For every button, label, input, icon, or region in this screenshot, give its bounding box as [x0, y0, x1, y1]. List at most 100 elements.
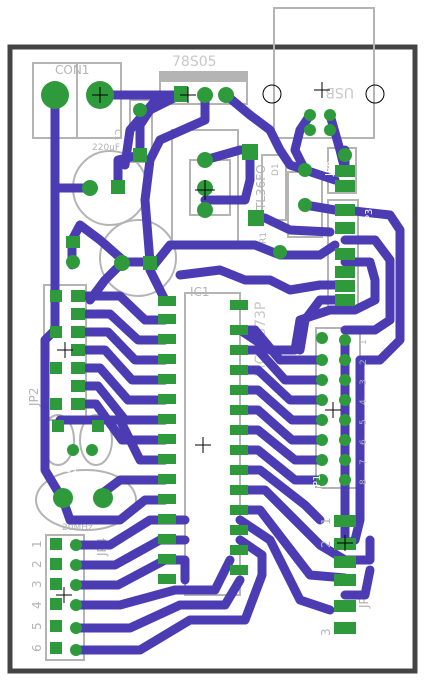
jp6-pad-2: [66, 255, 80, 269]
jp4-outline: [45, 534, 85, 661]
c5-pad-2: [67, 444, 79, 456]
board-outline: [7, 44, 418, 674]
ic-left-pins: [158, 296, 176, 584]
svg-text:1: 1: [319, 517, 333, 525]
usb-mount-hole-left: [262, 84, 282, 104]
svg-text:2: 2: [319, 540, 333, 548]
origin-markers: [56, 82, 353, 603]
jp2-pad-7: [71, 398, 85, 410]
c1-pad-1: [133, 103, 147, 117]
c5-pad-1: [52, 420, 64, 432]
jp2-pin-labels: 1 2 3 4 5 6: [30, 540, 44, 652]
c4-pad-2: [143, 256, 157, 270]
jp2-pad-8: [50, 290, 62, 302]
c1-value: 220uF: [92, 143, 120, 153]
c6-pad-1: [92, 420, 104, 432]
svg-text:3: 3: [30, 580, 44, 588]
jp1-pin-labels: 1 2 3 4 5 6 7 8: [359, 339, 369, 485]
reg-pad-2: [197, 87, 213, 103]
jp2-pad-10: [50, 362, 62, 374]
crystal-label: 20MHz: [62, 523, 93, 533]
jp3-label: JP3: [364, 209, 375, 225]
c3-pad-2: [111, 180, 125, 194]
svg-text:4: 4: [359, 399, 369, 405]
jp2-pad-4: [71, 344, 85, 356]
jp1-pads: [316, 332, 351, 486]
jp3-pad-3: [335, 248, 355, 260]
jp2-pad-2: [71, 308, 85, 320]
r1-pad-1: [298, 163, 312, 177]
regulator-label: 78S05: [172, 54, 217, 70]
d1-label: D1: [271, 163, 281, 176]
r1-pad-3: [273, 245, 287, 259]
r1-label: R1: [259, 232, 269, 244]
svg-text:3: 3: [359, 379, 369, 385]
crystal-pad-1: [53, 488, 73, 508]
c3-pad-1: [82, 180, 98, 196]
con1-pad-1: [41, 81, 69, 109]
jp3-pad-5: [335, 280, 355, 292]
svg-text:8: 8: [359, 479, 369, 485]
ic-ref: IC1: [190, 285, 210, 299]
c3-label: C3: [112, 200, 125, 211]
sensor-pad-4: [197, 202, 213, 218]
jp3-pad-1: [335, 204, 355, 216]
jp2-pad-5: [71, 362, 85, 374]
jp3-pad-2: [335, 222, 355, 234]
reg-pad-1: [174, 86, 188, 102]
c4-outline: [99, 219, 177, 297]
jp2-pad-9: [50, 326, 62, 338]
svg-text:5: 5: [30, 622, 44, 630]
svg-text:6: 6: [359, 439, 369, 445]
c1-ref: C1: [112, 129, 122, 141]
c4-pad-1: [114, 255, 130, 271]
ic-right-pins: [230, 300, 248, 575]
usb-pad-3: [304, 124, 316, 136]
pads: [41, 81, 355, 508]
jp4-pads: [50, 538, 82, 656]
svg-text:1: 1: [359, 339, 369, 345]
x1-pad-2: [335, 165, 355, 177]
usb-mount-hole-right: [365, 84, 385, 104]
c6-label: C6: [88, 428, 101, 439]
svg-text:2: 2: [359, 359, 369, 365]
jp6-label: JP6: [324, 161, 335, 177]
r1-pad-2: [298, 198, 312, 212]
jp3-pad-4: [335, 266, 355, 278]
c6-pad-2: [86, 444, 98, 456]
ic-outline: [184, 292, 241, 596]
jp2-pad-1: [71, 290, 85, 302]
reg-pad-3: [218, 87, 234, 103]
con1-label: CON1: [55, 63, 89, 77]
usb-connector-outline: [273, 7, 375, 139]
d1-pad-1: [248, 210, 264, 226]
svg-text:5: 5: [359, 419, 369, 425]
usb-mark: USB: [325, 84, 354, 100]
jp2-pad-11: [50, 398, 62, 410]
jp3-pad-6: [335, 294, 355, 306]
copper-traces: [40, 90, 405, 655]
jp5-pads: [334, 515, 356, 634]
svg-text:7: 7: [359, 459, 369, 465]
x1-pad-3: [335, 180, 355, 192]
jp5-pin-labels: 1 2 3: [319, 517, 333, 636]
c4-value: 470uF: [117, 228, 148, 239]
jp6-pad-1: [66, 236, 80, 248]
usb-pad-1: [304, 109, 316, 121]
s1-label: S1: [180, 228, 193, 239]
usb-pad-4: [324, 124, 336, 136]
svg-text:3: 3: [319, 628, 333, 636]
crystal-outline: [35, 469, 137, 531]
svg-text:4: 4: [30, 601, 44, 609]
jp2-pad-6: [71, 380, 85, 392]
usb-pad-2: [324, 109, 336, 121]
q1-label: Q1: [64, 464, 78, 475]
c6-outline: [79, 414, 113, 466]
x1-label: X1: [354, 148, 367, 159]
crystal-pad-2: [93, 488, 113, 508]
regulator-tab: [160, 72, 247, 82]
c4-label: C4: [143, 275, 156, 286]
svg-text:2: 2: [30, 560, 44, 568]
x1-pad-1: [338, 148, 352, 162]
